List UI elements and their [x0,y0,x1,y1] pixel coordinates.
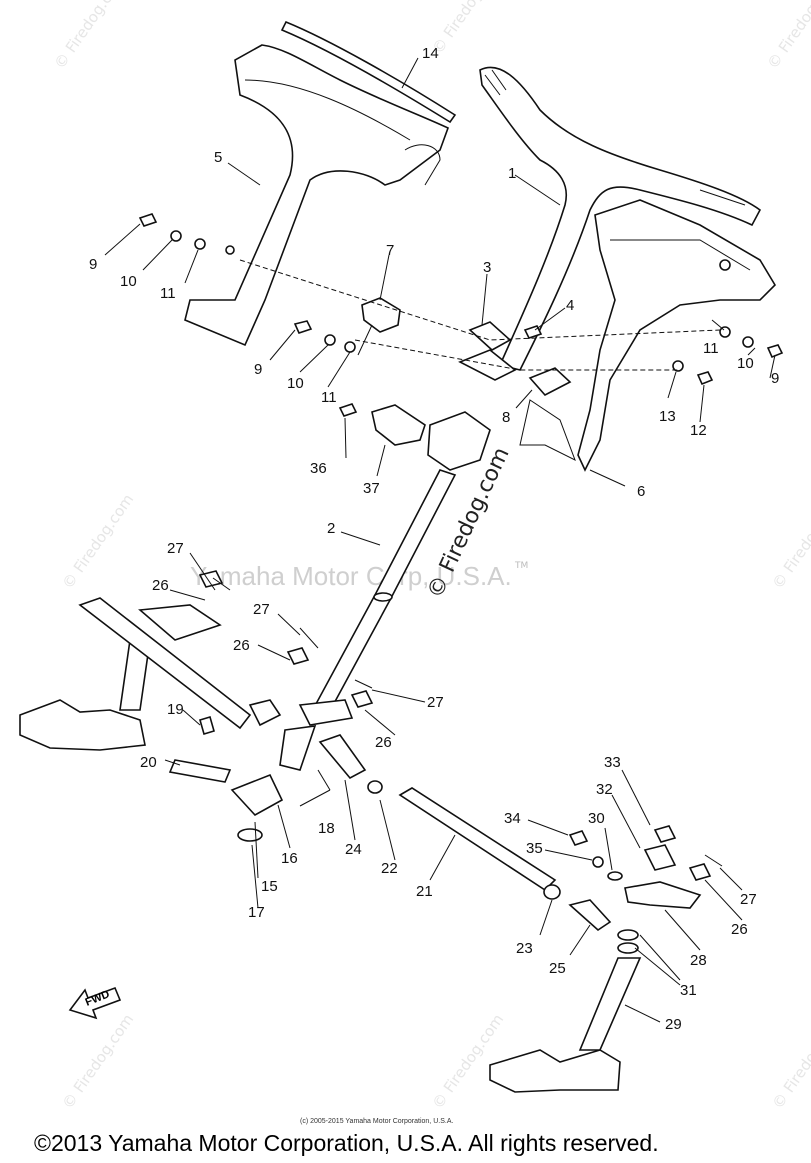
watermark-yamaha: Yamaha Motor Corp, U.S.A. [190,561,512,591]
watermark-tm: TM [514,561,528,571]
small-copyright: (c) 2005-2015 Yamaha Motor Corporation, … [300,1118,453,1125]
label-29: 29 [665,1016,682,1033]
part-37-clamp [371,404,426,446]
label-6: 6 [637,483,645,500]
watermark-firedog: © Firedog.com [429,1011,508,1113]
label-24: 24 [345,841,362,858]
label-26: 26 [233,637,250,654]
part-9-bolt [138,213,158,227]
part-upper-bracket [427,411,491,471]
watermark-firedog: © Firedog.com [769,1011,811,1113]
label-11: 11 [703,340,719,357]
label-26: 26 [375,734,392,751]
label-30: 30 [588,810,605,827]
part-15-bracket [230,773,284,817]
label-17: 17 [248,904,265,921]
corner-watermarks: © Firedog.com © Firedog.com © Firedog.co… [51,0,811,1112]
label-25: 25 [549,960,566,977]
label-7: 7 [386,242,394,259]
label-14: 14 [422,45,439,62]
label-22: 22 [381,860,398,877]
part-7-clamp [361,297,401,333]
watermark-firedog: © Firedog.com [59,491,138,593]
part-24-tierod-end [318,734,367,780]
label-26: 26 [152,577,169,594]
label-21: 21 [416,883,433,900]
label-27: 27 [427,694,444,711]
watermark-firedog: © Firedog.com [429,0,508,57]
copyright-footer: ©2013 Yamaha Motor Corporation, U.S.A. A… [34,1130,659,1156]
label-35: 35 [526,840,543,857]
label-26: 26 [731,921,748,938]
label-10: 10 [287,375,304,392]
left-ski-bracket [19,699,146,751]
label-19: 19 [167,701,184,718]
label-13: 13 [659,408,676,425]
fwd-arrow-icon: FWD [68,986,122,1020]
label-8: 8 [502,409,510,426]
watermark-firedog: © Firedog.com [59,1011,138,1113]
watermark-firedog: © Firedog.com [764,0,811,72]
part-1-handlebar [479,66,762,371]
label-9: 9 [89,256,97,273]
label-3: 3 [483,259,491,276]
watermark-firedog: © Firedog.com [51,0,130,72]
label-16: 16 [281,850,298,867]
label-5: 5 [214,149,222,166]
label-11: 11 [160,285,176,302]
label-18: 18 [318,820,335,837]
label-9: 9 [771,370,779,387]
label-36: 36 [310,460,327,477]
label-31: 31 [680,982,697,999]
part-20-plate [168,759,232,783]
label-27: 27 [253,601,270,618]
part-25-tierod-end [568,899,612,932]
label-34: 34 [504,810,521,827]
label-28: 28 [690,952,707,969]
label-9: 9 [254,361,262,378]
label-2: 2 [327,520,335,537]
label-10: 10 [737,355,754,372]
label-20: 20 [140,754,157,771]
label-37: 37 [363,480,380,497]
label-33: 33 [604,754,621,771]
label-12: 12 [690,422,707,439]
label-11: 11 [321,389,337,406]
part-8-clamp [528,367,572,396]
label-4: 4 [566,297,574,314]
part-5-cover [184,44,450,347]
part-21-tie-rod [398,787,557,892]
part-28-steering-arm [624,881,702,909]
part-3-clamp [468,321,512,351]
part-29-spindle [578,957,642,1051]
label-32: 32 [596,781,613,798]
label-23: 23 [516,940,533,957]
right-ski-bracket [489,1049,621,1093]
label-15: 15 [261,878,278,895]
label-1: 1 [508,165,516,182]
label-27: 27 [740,891,757,908]
watermark-firedog: © Firedog.com [769,491,811,593]
part-14-strip [280,20,457,124]
part-labels: 14 5 1 9 10 11 7 3 4 9 10 11 11 10 9 13 … [89,45,779,1033]
label-10: 10 [120,273,137,290]
label-27: 27 [167,540,184,557]
